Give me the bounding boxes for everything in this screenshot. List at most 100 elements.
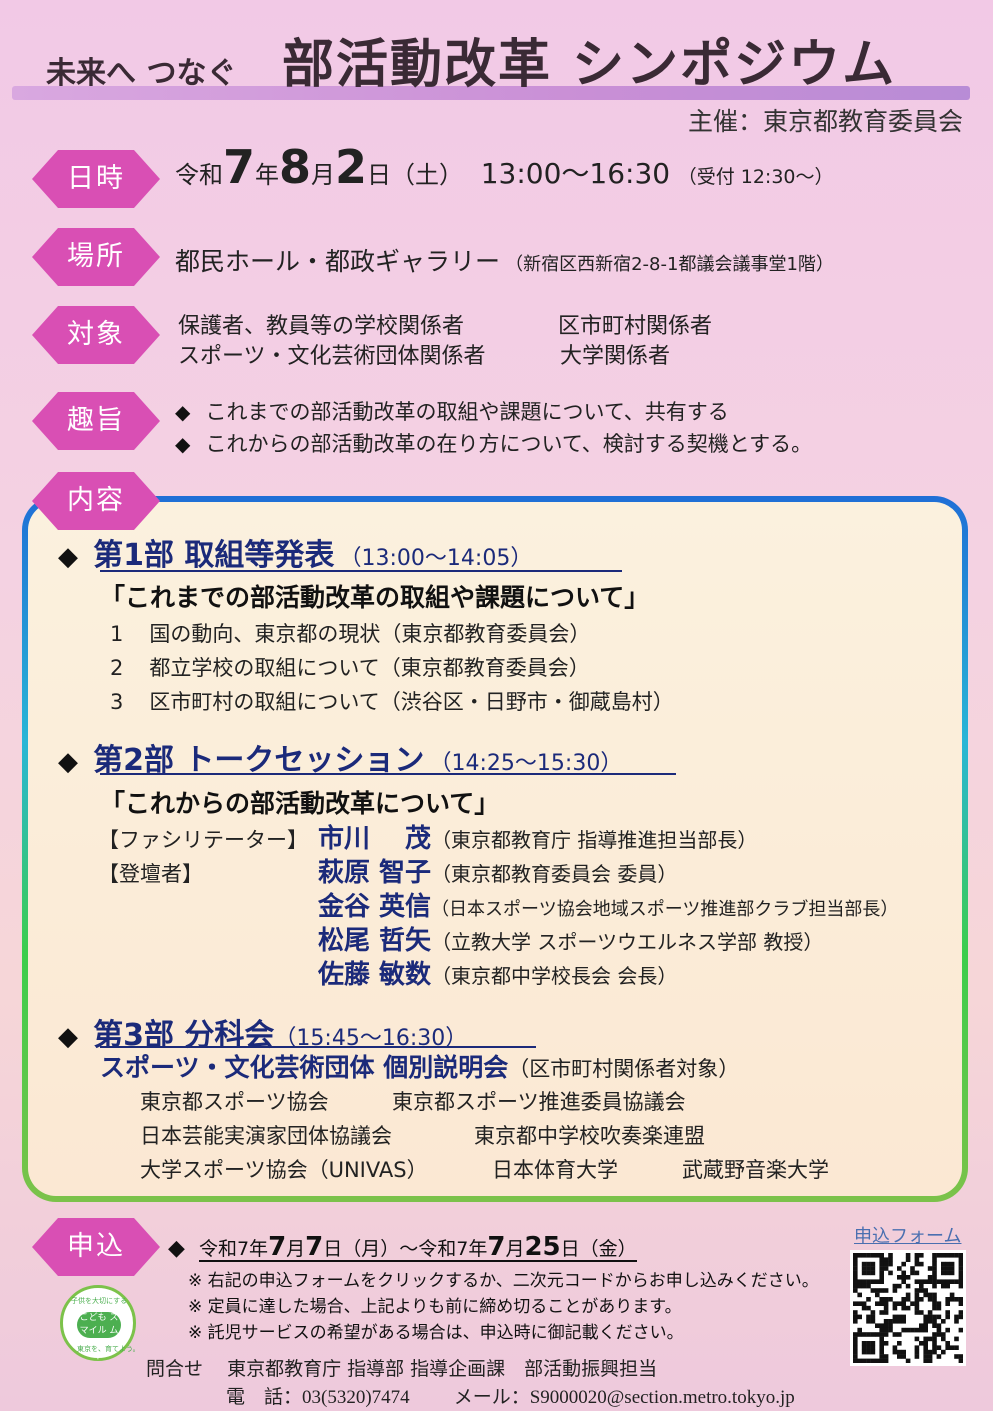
qr-module bbox=[888, 1261, 893, 1267]
qr-module bbox=[883, 1305, 889, 1311]
qr-module bbox=[853, 1349, 858, 1355]
qr-module bbox=[883, 1297, 889, 1302]
qr-module bbox=[958, 1270, 964, 1276]
qr-code[interactable] bbox=[850, 1250, 966, 1366]
qr-module bbox=[853, 1336, 858, 1342]
person-affiliation: （東京都中学校長会 会長） bbox=[431, 964, 678, 988]
qr-module bbox=[958, 1358, 964, 1364]
year-suffix: 年 bbox=[255, 161, 280, 189]
contact-row: 問合せ 東京都教育庁 指導部 指導企画課 部活動振興担当 bbox=[146, 1354, 657, 1381]
person-name: 佐藤 敏数 bbox=[318, 960, 432, 990]
qr-module bbox=[879, 1349, 884, 1355]
place-row: 都民ホール・都政ギャラリー （新宿区西新宿2-8-1都議会議事堂1階） bbox=[175, 242, 834, 278]
qr-module bbox=[919, 1253, 924, 1258]
qr-module bbox=[945, 1270, 950, 1276]
qr-module bbox=[870, 1261, 876, 1267]
part2-heading: ◆ 第2部 トークセッション （14:25〜15:30） bbox=[58, 735, 622, 779]
qr-module bbox=[927, 1310, 933, 1315]
tag-label: 対象 bbox=[67, 319, 125, 350]
org-4: 東京都中学校吹奏楽連盟 bbox=[474, 1124, 705, 1148]
facilitator-label: 【ファシリテーター】 bbox=[98, 828, 308, 852]
qr-module bbox=[879, 1358, 884, 1364]
qr-module bbox=[914, 1305, 920, 1311]
datetime-month: 8 bbox=[279, 140, 312, 194]
qr-module bbox=[875, 1292, 880, 1298]
qr-module bbox=[932, 1283, 937, 1289]
qr-module bbox=[853, 1253, 858, 1258]
qr-module bbox=[932, 1319, 937, 1324]
qr-module bbox=[866, 1345, 871, 1350]
person-3: 金谷 英信（日本スポーツ協会地域スポーツ推進部クラブ担当部長） bbox=[318, 886, 898, 923]
kodomo-smile-logo: 子供を大切にする こども スマイル ムーブメント 東京を、育てよう。 bbox=[60, 1285, 140, 1362]
qr-module bbox=[861, 1270, 867, 1276]
qr-module bbox=[892, 1332, 898, 1337]
apply-form-link[interactable]: 申込フォーム bbox=[854, 1226, 962, 1247]
qr-module bbox=[870, 1332, 876, 1337]
qr-module bbox=[945, 1297, 950, 1302]
qr-module bbox=[954, 1279, 959, 1284]
qr-module bbox=[853, 1341, 858, 1346]
qr-module bbox=[870, 1279, 876, 1284]
panel-label: 【登壇者】 bbox=[98, 862, 203, 886]
qr-module bbox=[958, 1257, 964, 1262]
tag-diamond-shape bbox=[32, 1218, 160, 1276]
qr-module bbox=[866, 1283, 871, 1289]
qr-module bbox=[927, 1349, 933, 1355]
qr-module bbox=[879, 1332, 884, 1337]
qr-module bbox=[892, 1314, 898, 1320]
person-affiliation: （東京都教育委員会 委員） bbox=[431, 862, 678, 886]
qr-module bbox=[892, 1283, 898, 1289]
month-suffix: 月 bbox=[311, 161, 336, 189]
part2-underline bbox=[100, 773, 676, 775]
apply-note-2: ※ 定員に達した場合、上記よりも前に締め切ることがあります。 bbox=[188, 1297, 682, 1317]
qr-module bbox=[941, 1279, 946, 1284]
qr-module bbox=[932, 1275, 937, 1280]
qr-module bbox=[945, 1279, 950, 1284]
qr-module bbox=[888, 1327, 893, 1333]
qr-module bbox=[905, 1283, 911, 1289]
qr-module bbox=[901, 1305, 906, 1311]
qr-module bbox=[954, 1297, 959, 1302]
qr-module bbox=[853, 1301, 858, 1306]
qr-module bbox=[927, 1279, 933, 1284]
tel-number: 03(5320)7474 bbox=[302, 1387, 410, 1408]
tag-label: 内容 bbox=[67, 485, 125, 516]
qr-module bbox=[879, 1336, 884, 1342]
qr-module bbox=[870, 1270, 876, 1276]
tag-content: 内容 bbox=[32, 472, 160, 530]
qr-module bbox=[949, 1345, 955, 1350]
qr-module bbox=[923, 1345, 928, 1350]
qr-module bbox=[958, 1253, 964, 1258]
qr-module bbox=[897, 1301, 902, 1306]
day-suffix: 日 bbox=[367, 161, 392, 189]
qr-module bbox=[879, 1266, 884, 1271]
qr-module bbox=[914, 1301, 920, 1306]
qr-module bbox=[866, 1341, 871, 1346]
datetime-era: 令和 bbox=[175, 161, 223, 189]
qr-module bbox=[905, 1297, 911, 1302]
qr-module bbox=[910, 1327, 915, 1333]
qr-module bbox=[927, 1314, 933, 1320]
qr-module bbox=[958, 1301, 964, 1306]
qr-module bbox=[923, 1354, 928, 1359]
qr-module bbox=[914, 1349, 920, 1355]
qr-module bbox=[923, 1288, 928, 1293]
qr-module bbox=[945, 1314, 950, 1320]
apply-text: 日（月）〜令和7年 bbox=[323, 1238, 488, 1260]
org-1: 東京都スポーツ協会 bbox=[140, 1090, 329, 1114]
qr-module bbox=[897, 1319, 902, 1324]
qr-module bbox=[897, 1266, 902, 1271]
qr-module bbox=[883, 1288, 889, 1293]
qr-module bbox=[954, 1253, 959, 1258]
qr-module bbox=[914, 1354, 920, 1359]
mail-address[interactable]: S9000020@section.metro.tokyo.jp bbox=[529, 1387, 795, 1408]
title-banner: 未来へ つなぐ 部活動改革 シンポジウム bbox=[12, 14, 970, 100]
page-title: 部活動改革 シンポジウム bbox=[282, 35, 897, 95]
qr-module bbox=[897, 1314, 902, 1320]
qr-module bbox=[954, 1336, 959, 1342]
qr-module bbox=[945, 1327, 950, 1333]
tag-place: 場所 bbox=[32, 228, 160, 286]
qr-module bbox=[866, 1253, 871, 1258]
qr-module bbox=[905, 1305, 911, 1311]
qr-module bbox=[866, 1319, 871, 1324]
